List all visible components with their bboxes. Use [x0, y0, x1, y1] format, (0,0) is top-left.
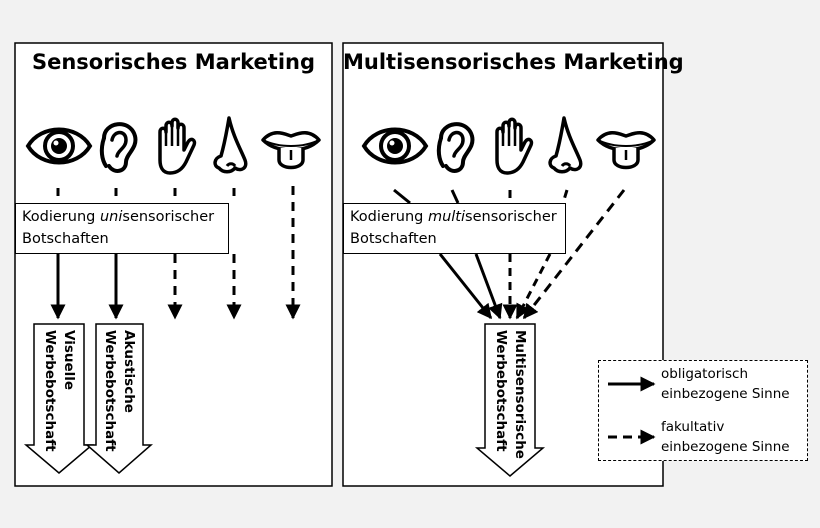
visual-output-label: Visuelle Werbebotschaft — [42, 330, 77, 452]
arrow-dashed-smell-right — [515, 253, 552, 320]
coding-suffix: sensorischer — [465, 209, 557, 225]
legend-dashed-label: fakultativ einbezogene Sinne — [661, 419, 790, 455]
coding-line2: Botschaften — [22, 231, 109, 247]
coding-italic: uni — [99, 209, 123, 225]
legend-solid-label: obligatorisch einbezogene Sinne — [661, 366, 790, 402]
coding-suffix: sensorischer — [122, 209, 215, 225]
audio-output-label: Akustische Werbebotschaft — [102, 330, 137, 452]
arrow-stub-ear-right — [450, 189, 460, 204]
right-coding-box: Kodierung multisensorischer Botschaften — [343, 203, 566, 254]
left-panel-title: Sensorisches Marketing — [31, 50, 316, 74]
multisensory-output-arrow — [474, 323, 546, 477]
multisensory-output-label: Multisensorische Werbebotschaft — [493, 330, 528, 459]
arrow-solid-visual-right — [438, 253, 493, 320]
left-coding-box: Kodierung unisensorischer Botschaften — [15, 203, 229, 254]
audio-output-arrow — [85, 323, 153, 474]
arrow-stub-nose-right — [561, 189, 569, 204]
arrow-solid-audio-right — [474, 253, 503, 320]
coding-line2: Botschaften — [350, 231, 437, 247]
coding-prefix: Kodierung — [22, 209, 100, 225]
visual-output-arrow — [23, 323, 95, 474]
legend-box — [598, 360, 808, 461]
arrow-stub-eye-right — [393, 188, 411, 205]
right-panel-title: Multisensorisches Marketing — [343, 50, 684, 74]
coding-prefix: Kodierung — [350, 209, 428, 225]
coding-italic: multi — [427, 209, 466, 225]
